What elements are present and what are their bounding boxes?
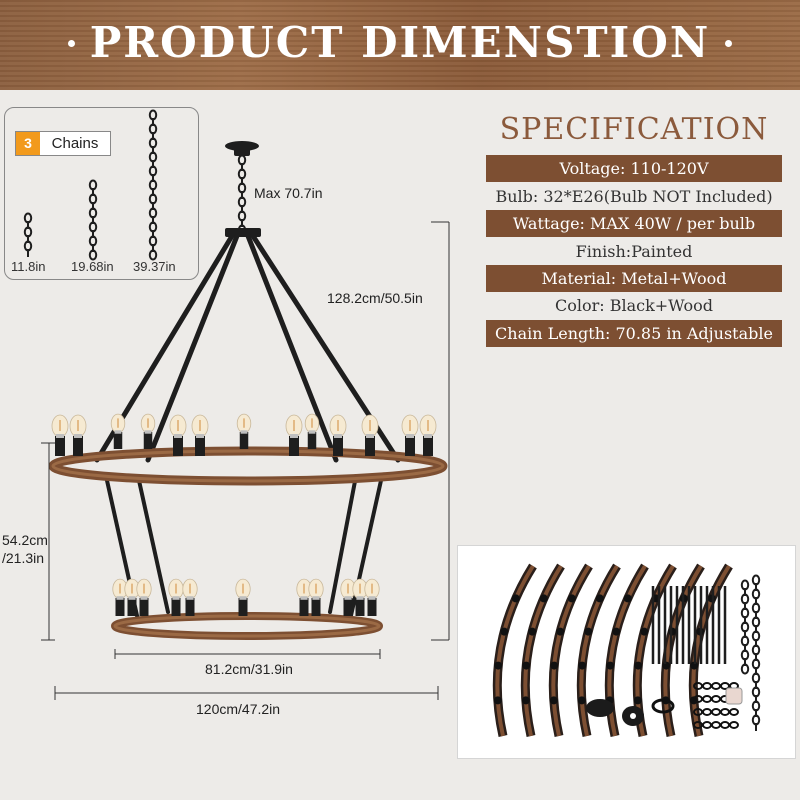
specification-title: SPECIFICATION (499, 112, 769, 147)
chain-icon-medium (88, 179, 98, 261)
edison-bulb (304, 413, 320, 449)
spec-wattage: Wattage: MAX 40W / per bulb (486, 210, 782, 237)
edison-bulb (361, 414, 379, 456)
edison-bulb (236, 413, 252, 449)
bottom-wood-ring (111, 612, 383, 640)
edison-bulb (329, 414, 347, 456)
chains-label: Chains (40, 132, 110, 155)
edison-bulb (308, 578, 324, 616)
edison-bulb (112, 578, 128, 616)
wood-ring-segment (492, 563, 537, 737)
top-wood-ring (48, 446, 448, 486)
tier-height-in-label: /21.3in (2, 550, 45, 566)
chain-length-medium: 19.68in (71, 259, 114, 274)
wood-ring-segment (576, 563, 621, 737)
spec-voltage: Voltage: 110-120V (486, 155, 782, 182)
edison-bulb (182, 578, 198, 616)
kit-canopy-parts (586, 687, 743, 726)
edison-bulb (136, 578, 152, 616)
wood-ring-segment (548, 563, 593, 737)
edison-bulb (140, 413, 156, 449)
chain-icon-long (148, 109, 158, 261)
edison-bulb (296, 578, 312, 616)
chain-length-long: 39.37in (133, 259, 176, 274)
bottom-width-label: 81.2cm/31.9in (205, 661, 293, 677)
chain-icons (23, 109, 158, 261)
kit-chain-a (740, 579, 750, 675)
top-tier-bulbs (51, 413, 437, 456)
spec-material: Material: Metal+Wood (486, 265, 782, 292)
edison-bulb (235, 578, 251, 616)
edison-bulb (169, 414, 187, 456)
edison-bulb (110, 413, 126, 449)
spec-bulb: Bulb: 32*E26(Bulb NOT Included) (495, 187, 773, 206)
wood-ring-segment (520, 563, 565, 737)
total-height-label: 128.2cm/50.5in (327, 290, 423, 306)
edison-bulb (168, 578, 184, 616)
kit-chain-links-b (751, 574, 761, 731)
bottom-tier-bulbs (112, 578, 380, 616)
banner-left-dot (68, 40, 75, 47)
header-banner: PRODUCT DIMENSTION (0, 0, 800, 90)
metal-rods (651, 586, 727, 664)
canopy-body (234, 146, 250, 156)
wood-ring-segment (604, 563, 649, 737)
spec-finish: Finish:Painted (575, 242, 693, 261)
chains-tag: 3 Chains (15, 131, 111, 156)
top-width-label: 120cm/47.2in (196, 701, 281, 717)
kit-chain-links-a (740, 579, 750, 675)
chain-length-short: 11.8in (11, 259, 46, 274)
chains-box (4, 107, 199, 280)
edison-bulb (51, 414, 69, 456)
edison-bulb (191, 414, 209, 456)
kit-chain-b (751, 574, 761, 731)
tier-height-cm-label: 54.2cm (2, 532, 48, 548)
banner-title: PRODUCT DIMENSTION (89, 18, 711, 67)
banner-right-dot (725, 40, 732, 47)
main-chain-links (237, 154, 247, 236)
parts-kit-photo (457, 545, 796, 759)
edison-bulb (340, 578, 356, 616)
dimension-lines (41, 221, 450, 700)
hardware-nuts (693, 682, 739, 729)
spec-chain-length: Chain Length: 70.85 in Adjustable (486, 320, 782, 347)
parts-kit-illustration (492, 563, 761, 737)
chain-icon-short (23, 212, 33, 257)
spec-color: Color: Black+Wood (554, 296, 714, 315)
edison-bulb (124, 578, 140, 616)
edison-bulb (285, 414, 303, 456)
edison-bulb (364, 578, 380, 616)
hanging-chain (237, 154, 247, 236)
edison-bulb (401, 414, 419, 456)
max-chain-label: Max 70.7in (254, 185, 323, 201)
chains-count-badge: 3 (16, 132, 40, 155)
edison-bulb (419, 414, 437, 456)
edison-bulb (69, 414, 87, 456)
edison-bulb (352, 578, 368, 616)
